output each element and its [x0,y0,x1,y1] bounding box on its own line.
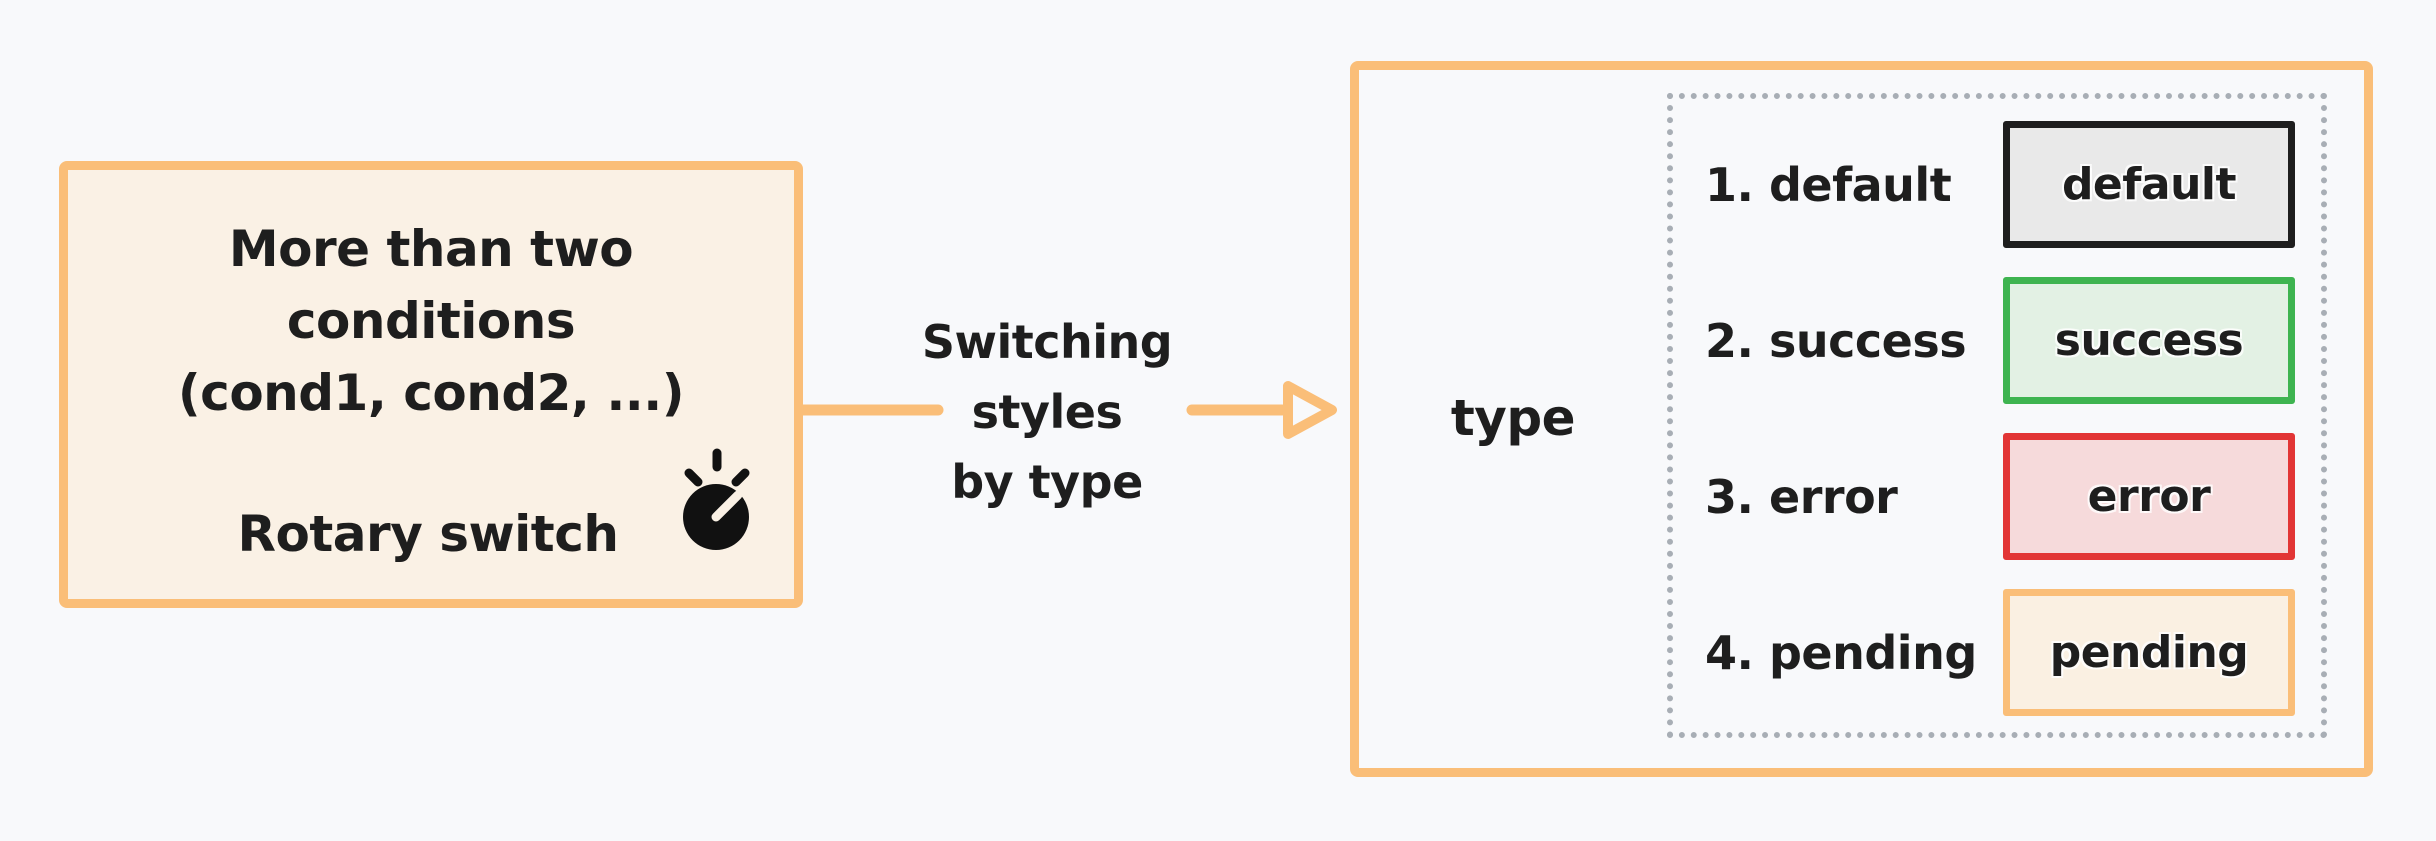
badge-text: default [2061,159,2237,210]
case-label: 3. error [1705,469,1898,524]
condition-text-line-3: (cond1, cond2, ...) [177,364,685,422]
case-label: 4. pending [1705,625,1977,680]
badge-text: pending [2049,627,2249,678]
condition-text-line-1: More than two [228,220,634,278]
condition-text: More than two conditions (cond1, cond2, … [68,213,794,429]
badge-text: error [2087,471,2211,522]
case-label: 2. success [1705,313,1967,368]
arrowhead-icon [1283,381,1337,439]
type-switch-panel: type 1. default default 2. success succe… [1350,61,2373,777]
case-row-pending: 4. pending pending [1673,589,2321,716]
type-selector-label: type [1450,389,1576,447]
rotary-knob-icon [683,448,750,550]
rotary-switch-caption: Rotary switch [237,505,619,563]
arrow-label-line-3: by type [951,455,1143,509]
arrow-label-line-2: styles [971,385,1123,439]
badge-default: default [2003,121,2295,248]
cases-container: 1. default default 2. success success 3.… [1667,93,2327,738]
badge-text: success [2054,315,2244,366]
badge-success: success [2003,277,2295,404]
case-row-error: 3. error error [1673,433,2321,560]
badge-error: error [2003,433,2295,560]
badge-pending: pending [2003,589,2295,716]
condition-text-line-2: conditions [286,292,576,350]
case-row-default: 1. default default [1673,121,2321,248]
arrow-label: Switching styles by type [847,307,1247,517]
condition-box: More than two conditions (cond1, cond2, … [59,161,803,608]
case-row-success: 2. success success [1673,277,2321,404]
case-label: 1. default [1705,157,1952,212]
arrow-label-line-1: Switching [921,315,1173,369]
